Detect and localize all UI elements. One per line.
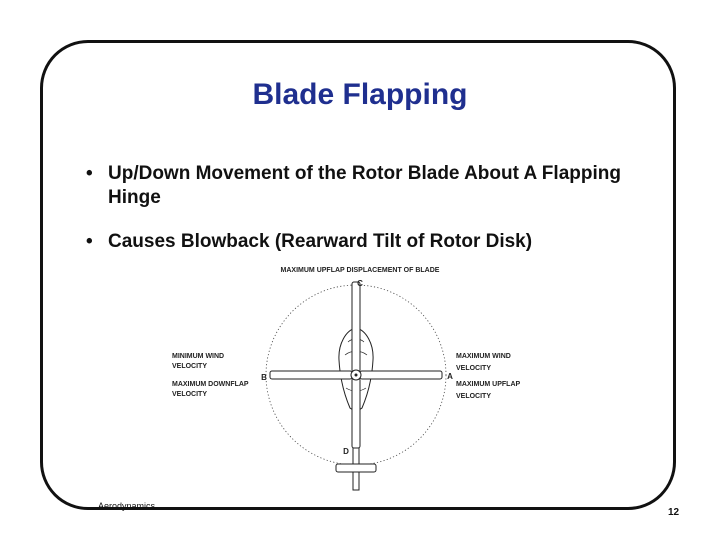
rotor-diagram-svg: MAXIMUM UPFLAP DISPLACEMENT OF BLADE bbox=[172, 267, 520, 491]
right-label-line3: MAXIMUM UPFLAP bbox=[456, 381, 520, 388]
page-number: 12 bbox=[668, 507, 680, 518]
slide-title: Blade Flapping bbox=[252, 78, 468, 111]
rotor-blades bbox=[269, 281, 443, 449]
bullet-list: • Up/Down Movement of the Rotor Blade Ab… bbox=[84, 162, 644, 274]
bullet-marker: • bbox=[86, 231, 93, 252]
bullet-text: Causes Blowback (Rearward Tilt of Rotor … bbox=[108, 231, 533, 252]
blade-aft bbox=[351, 377, 361, 449]
point-c-label: C bbox=[357, 279, 363, 288]
left-label-line4: VELOCITY bbox=[172, 391, 207, 398]
bullet-marker: • bbox=[86, 163, 93, 184]
rotor-mast bbox=[354, 373, 358, 377]
blade-forward bbox=[351, 281, 361, 373]
top-caption: MAXIMUM UPFLAP DISPLACEMENT OF BLADE bbox=[281, 267, 440, 274]
blade-right bbox=[359, 370, 443, 380]
right-label-line1: MAXIMUM WIND bbox=[456, 353, 511, 360]
point-b-label: B bbox=[261, 373, 267, 382]
point-d-label: D bbox=[343, 447, 349, 456]
bullet-item: • Up/Down Movement of the Rotor Blade Ab… bbox=[84, 162, 644, 210]
footer-text: Aerodynamics bbox=[98, 501, 156, 511]
right-label-line4: VELOCITY bbox=[456, 393, 491, 400]
slide-frame bbox=[40, 40, 676, 510]
left-label-line2: VELOCITY bbox=[172, 363, 207, 370]
left-label-line3: MAXIMUM DOWNFLAP bbox=[172, 381, 249, 388]
bullet-text: Up/Down Movement of the Rotor Blade Abou… bbox=[108, 163, 621, 208]
point-a-label: A bbox=[447, 372, 453, 381]
rotor-diagram: MAXIMUM UPFLAP DISPLACEMENT OF BLADE bbox=[160, 260, 540, 500]
rotor-disk bbox=[265, 284, 447, 466]
right-label-line2: VELOCITY bbox=[456, 365, 491, 372]
left-label-line1: MINIMUM WIND bbox=[172, 353, 224, 360]
bullet-item: • Causes Blowback (Rearward Tilt of Roto… bbox=[84, 230, 644, 254]
blade-left bbox=[269, 370, 353, 380]
